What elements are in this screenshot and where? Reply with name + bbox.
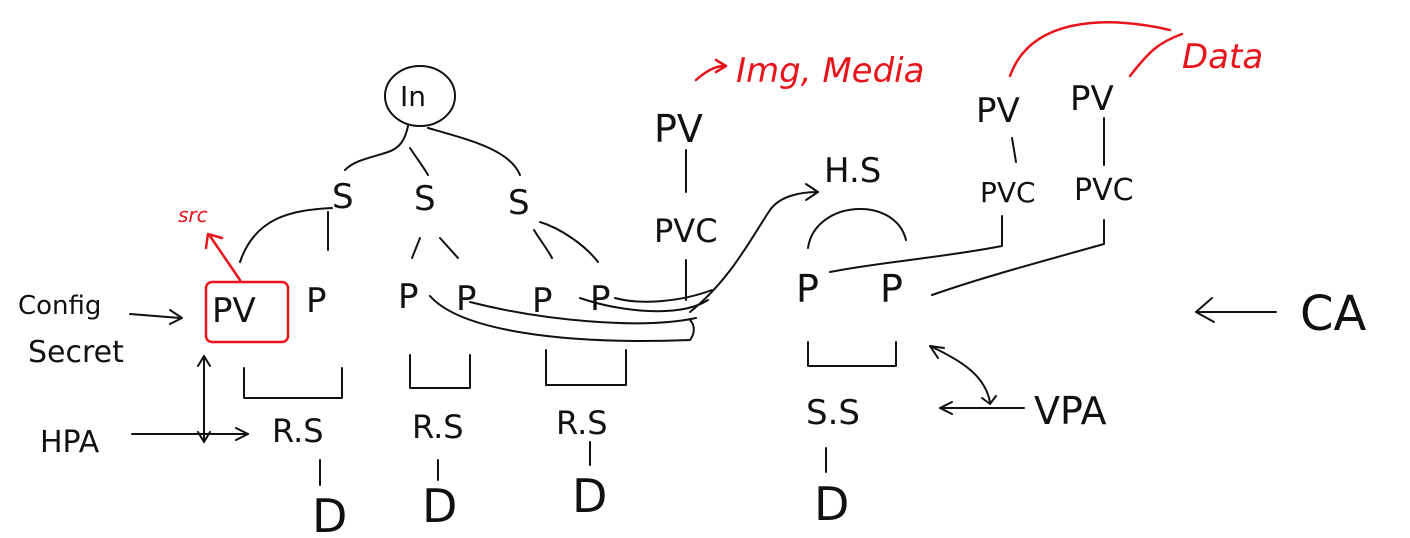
deploy-4-label: D [814,477,849,531]
stateful-pod-2-label: P [880,267,903,311]
headless-service-label: H.S [824,151,881,191]
secret-label: Secret [28,335,124,370]
src-annotation: src [178,203,208,227]
hpa-vertical-heads [197,355,211,443]
service-2-label: S [414,179,436,219]
pvc-left-label: PVC [654,212,718,250]
src-arrow [208,234,242,282]
data-annotation: Data [1182,37,1263,77]
hpa-label: HPA [40,425,100,460]
ingress-label: In [400,80,426,113]
config-arrowhead [169,309,183,325]
pod-to-pvc-line-1 [614,289,713,303]
ingress-to-service-1 [344,125,409,171]
pv-left-label: PV [654,107,703,151]
pv-right-1-label: PV [976,91,1020,131]
pv-highlight-box [204,280,290,344]
pod-g3a-label: P [532,281,553,321]
config-arrow [129,313,181,319]
ingress-circle [384,65,456,127]
data-link-1 [1008,21,1172,78]
stateful-set-label: S.S [806,393,860,433]
rs-1-label: R.S [272,412,324,450]
src-arrowhead [204,232,224,250]
service2-to-pod-p1 [411,237,421,259]
pv-right-2-label: PV [1070,79,1114,119]
ingress-to-service-3 [427,127,521,176]
stateful-pod-1-label: P [796,267,819,311]
pods-to-hs-arrowhead [805,183,819,201]
config-label: Config [18,291,101,321]
rs2-bracket [409,354,471,389]
vpa-curve [929,345,991,403]
service1-to-pod-pv [239,207,333,263]
img-media-arrow [694,64,726,82]
vpa-arrowhead [939,401,953,415]
pod-g2a-label: P [398,277,419,317]
service2-to-pod-p2 [439,237,459,259]
data-link-2 [1128,32,1184,78]
deploy-1-label: D [312,489,347,538]
ca-arrowhead [1195,297,1215,323]
pod-g1-label: P [306,281,327,321]
pod-pv-label: PV [212,291,256,331]
vpa-curve-heads [929,345,997,405]
rs-2-label: R.S [412,408,464,446]
service3-to-pod-p2 [539,221,599,263]
deploy-2-label: D [422,479,457,533]
pod-to-pvc-line-3 [469,301,697,325]
rs-3-label: R.S [556,404,608,442]
pvc-right-2-label: PVC [1074,173,1134,208]
pods-to-hs-arrow [689,191,819,313]
service-1-label: S [332,177,354,217]
pod-to-pvc-line-4 [429,295,695,342]
hpa-arrowhead [235,427,249,441]
rs3-bracket [545,349,627,386]
img-media-annotation: Img, Media [736,51,924,91]
pvc-right-1-label: PVC [980,176,1036,209]
img-media-arrowhead [714,58,728,74]
pvc2-to-pod2 [931,219,1105,296]
vpa-label: VPA [1034,389,1106,433]
pv1-to-pvc1 [1011,137,1017,163]
deploy-3-label: D [572,469,607,523]
pvc1-to-pod1 [829,215,1003,273]
ingress-to-service-2 [409,147,429,176]
service-3-label: S [508,183,530,223]
ca-label: CA [1300,286,1367,342]
hs-arc [807,208,907,249]
service3-to-pod-p1 [533,229,553,259]
ss-bracket [807,341,897,367]
pod-g3b-label: P [590,279,611,319]
pod-g2b-label: P [456,279,477,319]
rs1-bracket [243,367,343,399]
